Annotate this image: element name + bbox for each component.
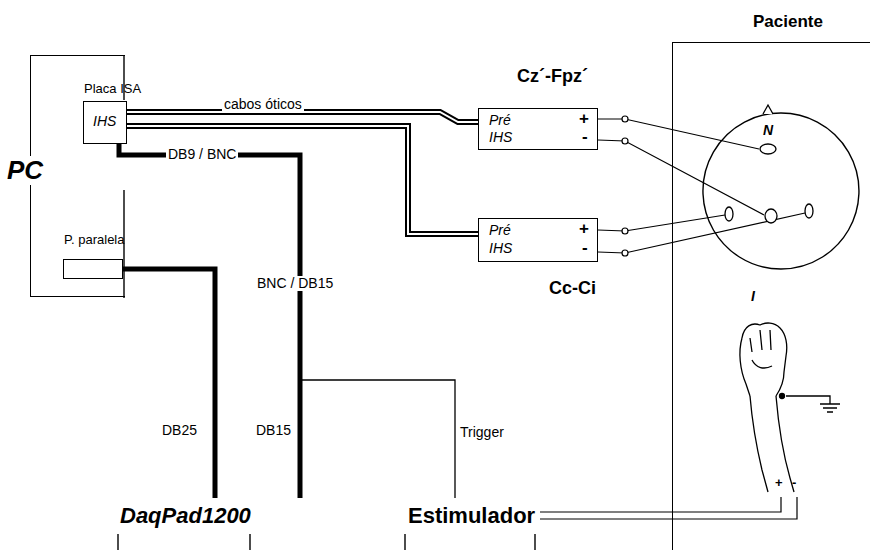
edge-label: DB25	[160, 423, 199, 438]
polarity-sign: +	[775, 476, 783, 490]
connector	[540, 497, 797, 519]
node-text: IHS	[93, 114, 116, 129]
node-text: Pré	[489, 113, 511, 128]
connector	[127, 112, 478, 122]
connector	[123, 269, 215, 498]
connector	[119, 144, 455, 498]
node-text: Pré	[489, 223, 511, 238]
node-text: I	[751, 289, 755, 304]
cable-label: BNC / DB15	[255, 276, 335, 291]
node-text: Placa ISA	[84, 82, 141, 96]
edge-label: cabos óticos	[222, 97, 304, 112]
node-text: Paciente	[753, 13, 823, 32]
node-text: N	[763, 123, 773, 138]
parallel-port: P. paralela	[63, 259, 123, 279]
edge-label: Trigger	[458, 425, 506, 440]
preamp-box: PréIHS+-Cc-Ci	[478, 218, 598, 262]
connector	[598, 215, 725, 234]
polarity-sign: -	[792, 476, 796, 490]
patient-panel: PacienteNI	[672, 42, 870, 550]
head-circle: NI	[701, 111, 861, 271]
arm-illustration	[740, 323, 840, 492]
daq-device: DaqPad1200	[110, 498, 310, 534]
isa-board: Placa ISAIHS	[83, 101, 127, 144]
node-text: PC	[5, 156, 45, 185]
connector	[598, 138, 764, 215]
connector	[598, 116, 759, 149]
node-text: -	[582, 128, 588, 147]
cable-label: DB15	[254, 423, 293, 438]
node-text: -	[582, 239, 588, 258]
node-text: IHS	[489, 241, 512, 256]
node-text: DaqPad1200	[120, 504, 251, 528]
bracket-ticks	[118, 534, 535, 550]
node-text: Estimulador	[408, 504, 535, 528]
cable-label: DB9 / BNC	[166, 147, 238, 162]
head-circle-outline	[701, 111, 861, 271]
connector	[119, 144, 300, 498]
node-text: Cc-Ci	[549, 279, 596, 299]
stimulator-device: Estimulador	[400, 498, 540, 534]
node-text: +	[579, 110, 589, 129]
node-text: Cz´-Fpz´	[517, 67, 588, 87]
pc-enclosure: PCPlaca ISAIHSP. paralela	[30, 55, 125, 297]
node-text: P. paralela	[64, 233, 124, 247]
node-text: IHS	[489, 130, 512, 145]
preamp-box: Cz´-Fpz´PréIHS+-	[478, 108, 598, 150]
node-text: +	[579, 220, 589, 239]
